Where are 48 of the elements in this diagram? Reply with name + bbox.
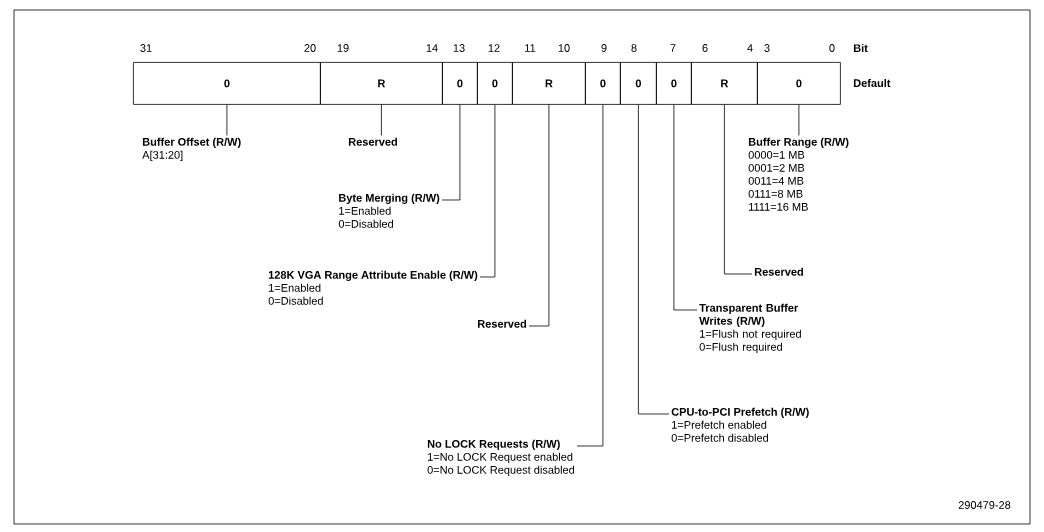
field-description: Byte Merging (R/W) 1=Enabled 0=Disabled [338,193,440,228]
register-field: 0 [477,62,513,105]
bit-number: 14 [426,44,438,52]
register-field: R [320,62,443,105]
field-description: Transparent Buffer Writes (R/W) 1=Flush not required 0=Flush required [699,303,801,353]
register-field: R [691,62,758,105]
field-description: No LOCK Requests (R/W) 1=No LOCK Request enabled 0=No LOCK Request disabled [427,439,575,476]
field-description: CPU-to-PCI Prefetch (R/W) 1=Prefetch enabled 0=Prefetch disabled [671,407,809,442]
field-description: Buffer Offset (R/W) A[31:20] [142,137,241,161]
leader-line [479,104,496,278]
bit-number: 8 [631,44,637,52]
figure-number: 290479-28 [958,501,1011,509]
leader-line [724,104,753,275]
register-field: R [512,62,586,105]
bit-number: 20 [304,44,316,52]
field-description: Reserved [754,267,803,276]
register-field: 0 [133,62,321,105]
field-description: 128K VGA Range Attribute Enable (R/W) 1=Enabled 0=Disabled [268,270,478,305]
field-description: Buffer Range (R/W) 0000=1 MB 0001=2 MB 0011=4 MB 0111=8 MB 1111=16 MB [748,137,849,211]
leader-line [673,104,698,311]
row-label: Bit [853,43,868,53]
register-field: 0 [620,62,657,105]
register-field: 0 [442,62,478,105]
bit-number: 7 [670,44,676,52]
leader-line [638,104,670,415]
bit-number: 11 [525,44,536,52]
bit-number: 12 [488,44,500,52]
leader-line [798,104,800,136]
bit-number: 10 [558,44,570,52]
row-label: Default [853,78,891,88]
leader-line [441,104,461,201]
bit-number: 13 [453,44,465,52]
bit-number: 4 [747,44,753,52]
bit-number: 19 [337,44,349,52]
leader-line [381,104,382,136]
register-field: 0 [585,62,621,105]
leader-line [226,104,228,136]
bit-number: 0 [829,44,835,52]
leader-line [528,104,550,327]
bit-number: 6 [702,44,708,52]
field-description: Reserved [478,319,527,328]
register-field: 0 [656,62,692,105]
leader-line [576,104,604,447]
register-field: 0 [757,62,841,105]
bit-number: 3 [764,44,770,52]
bit-number: 9 [601,44,607,52]
field-description: Reserved [348,137,397,146]
bit-number: 31 [140,44,152,52]
